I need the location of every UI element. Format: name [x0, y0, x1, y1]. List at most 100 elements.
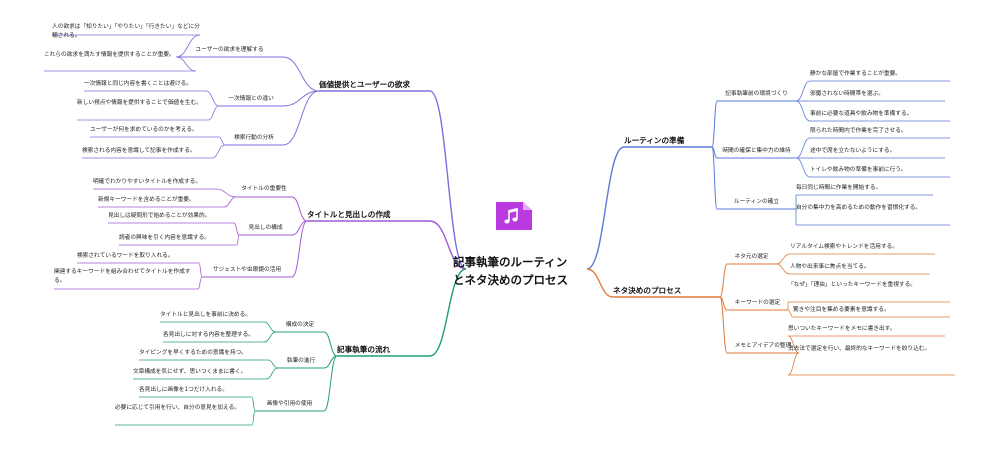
leaf-note: 事前に必要な道具や飲み物を準備する。: [810, 111, 913, 117]
sub-topic: タイトルの重要性: [241, 186, 287, 192]
branch-title: ルーティンの準備: [624, 136, 685, 145]
leaf-note: 各見出しに画像を1つだけ入れる。: [139, 387, 228, 393]
leaf-note: 新しい視点や情報を提供することで価値を生む。: [77, 100, 202, 106]
leaf-note: 新規キーワードを含めることが重要。: [98, 197, 195, 203]
sub-topic: 時間の確保と集中力の維持: [722, 148, 791, 154]
leaf-note: タイトルと見出しを事前に決める。: [160, 312, 251, 318]
leaf-note: 検索されているワードを取り入れる。: [77, 253, 174, 259]
sub-topic: 検索行動の分析: [234, 135, 274, 141]
connector-line: [282, 90, 320, 107]
connector-line: [429, 90, 467, 270]
music-note-file-icon: [496, 202, 532, 230]
leaf-note: 読者の興味を引く内容を意識する。: [119, 235, 210, 241]
connector-line: [282, 90, 320, 146]
connector-line: [265, 367, 279, 380]
leaf-note: 文章構成を気にせず、思いつくままに書く。: [133, 369, 247, 375]
branch-title: 記事執筆の流れ: [337, 345, 391, 354]
connector-line: [719, 263, 728, 298]
leaf-note: 「なぜ」「理由」といったキーワードを重視する。: [788, 282, 916, 288]
connector-line: [211, 144, 226, 159]
connector-line: [236, 234, 240, 246]
leaf-note: 限られた時間内で作業を完了させる。: [810, 128, 907, 134]
leaf-note: 関連するキーワードを組み合わせてタイトルを作成する。: [54, 269, 191, 284]
connector-line: [263, 331, 277, 343]
branch-title: ネタ決めのプロセス: [613, 286, 682, 295]
connector-line: [787, 335, 800, 354]
connector-line: [223, 196, 237, 208]
connector-line: [205, 90, 220, 107]
connector-line: [251, 410, 256, 426]
central-title-line-2: とネタ決めのプロセス: [453, 273, 568, 287]
connector-line: [711, 146, 718, 210]
connector-line: [198, 262, 203, 278]
connector-line: [263, 321, 277, 333]
leaf-note: 各見出しに対する内容を整理する。: [163, 332, 254, 338]
connector-line: [795, 157, 811, 178]
leaf-note: 邪魔されない時間帯を選ぶ。: [810, 91, 884, 97]
connector-line: [787, 309, 794, 318]
connector-line: [323, 331, 338, 357]
sub-topic: ルーティンの確立: [733, 199, 780, 205]
leaf-note: 検索される内容を意識して記事を作成する。: [82, 148, 196, 154]
connector-line: [795, 80, 811, 102]
leaf-note: トイレや飲み物の準備を事前に行う。: [810, 167, 907, 173]
connector-line: [175, 34, 201, 58]
sub-topic: 一次情報との違い: [228, 96, 274, 102]
sub-topic: 見出しの構成: [248, 225, 283, 231]
connector-line: [586, 146, 625, 270]
connector-line: [711, 146, 718, 159]
leaf-note: 思いついたキーワードをメモに書き出す。: [788, 326, 896, 332]
connector-line: [282, 56, 320, 92]
connector-line: [787, 352, 800, 376]
sub-topic: 画像や引用の使用: [266, 401, 313, 407]
connector-line: [207, 105, 220, 121]
connector-line: [429, 268, 467, 357]
sub-topic: メモとアイデアの整理: [734, 343, 792, 349]
connector-line: [795, 100, 811, 122]
leaf-note: 人の欲求は「知りたい」「やりたい」「行きたい」などに分類される。: [52, 24, 200, 39]
connector-line: [719, 296, 728, 354]
connector-line: [775, 263, 791, 275]
leaf-note: 消去法で選定を行い、最終的なキーワードを絞り込む。: [788, 346, 931, 352]
connector-line: [711, 100, 718, 148]
connector-line: [429, 220, 467, 270]
connector-line: [233, 222, 240, 236]
connector-line: [586, 268, 614, 298]
sub-topic: ネタ元の選定: [734, 254, 769, 260]
leaf-note: 明確でわかりやすいタイトルを作成する。: [93, 179, 202, 185]
leaf-note: 見出しは疑問形で始めることが効果的。: [108, 213, 211, 219]
leaf-note: 驚きや注目を集める要素を意識する。: [793, 307, 890, 313]
leaf-note: 自分の集中力を高めるための動作を習慣化する。: [796, 205, 922, 211]
sub-topic: 記事執筆前の環境づくり: [725, 91, 788, 97]
branch-title: 価値提供とユーザーの欲求: [319, 80, 410, 89]
sub-topic: 執筆の進行: [286, 358, 316, 364]
leaf-note: これらの欲求を満たす情報を提供することが重要。: [44, 52, 175, 58]
branch-title: タイトルと見出しの作成: [307, 210, 391, 219]
sub-topic: キーワードの選定: [734, 300, 781, 306]
sub-topic: ユーザーの欲求を理解する: [195, 47, 264, 53]
leaf-note: 一次情報と同じ内容を書くことは避ける。: [84, 81, 193, 87]
connector-line: [775, 253, 791, 265]
leaf-note: 必要に応じて引用を行い、自分の意見を加える。: [115, 405, 240, 411]
connector-line: [291, 196, 308, 222]
leaf-note: ユーザーが何を求めているのかを考える。: [90, 127, 198, 133]
leaf-note: 人物や出来事に焦点を当てる。: [790, 264, 870, 270]
sub-topic: サジェストや虫眼鏡の活用: [212, 267, 282, 273]
leaf-note: 途中で席を立たないようにする。: [810, 148, 896, 154]
connector-line: [795, 137, 811, 159]
connector-line: [251, 396, 256, 412]
connector-line: [719, 296, 728, 311]
leaf-note: 毎日同じ時間に作業を開始する。: [796, 185, 882, 191]
leaf-note: タイピングを早くするための意識を持つ。: [139, 350, 247, 356]
central-title-line-1: 記事執筆のルーティン: [453, 255, 568, 269]
sub-topic: 構成の決定: [285, 322, 315, 328]
connector-line: [175, 56, 197, 72]
leaf-note: 静かな部屋で作業することが重要。: [810, 71, 901, 77]
connector-line: [215, 188, 237, 198]
connector-line: [291, 220, 308, 278]
connector-line: [197, 276, 203, 290]
leaf-note: リアルタイム検索やトレンドを活用する。: [790, 244, 898, 250]
connector-line: [323, 355, 338, 412]
